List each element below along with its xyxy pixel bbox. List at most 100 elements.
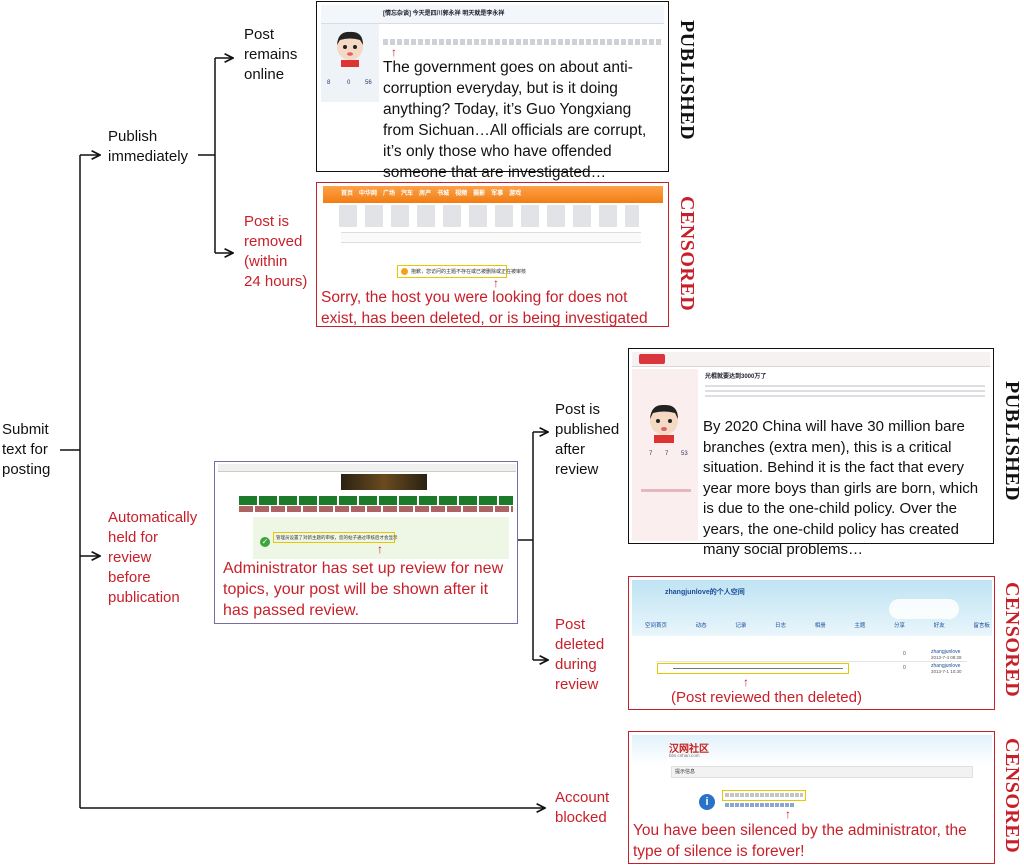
site-nav-items: 首页 中华网 广场 汽车 房产 书城 视频 摄影 军事 游戏 <box>341 188 521 197</box>
highlight-arrow: ↑ <box>785 807 791 821</box>
profile-tab-bar: 空间首页 动态 记录 日志 相册 主题 分享 好友 留言板 <box>645 621 990 629</box>
deleted-topic-box <box>657 663 849 674</box>
site-logo: 汉网社区 <box>669 740 709 755</box>
post-remains-online-label: Post remains online <box>244 26 298 83</box>
forum-banner <box>341 474 427 490</box>
stamp-censored-1: CENSORED <box>676 196 698 312</box>
published-after-review-label: Post is published after review <box>555 401 620 478</box>
nav-item[interactable]: 视频 <box>455 191 468 197</box>
site-subnav-links <box>339 205 639 227</box>
panel-post-removed: 首页 中华网 广场 汽车 房产 书城 视频 摄影 军事 游戏 抱歉，您访问的主题… <box>316 182 669 327</box>
panel-post-online: [情忘杂谈] 今天是四川郭永祥 明天就是李永祥 8 0 56 ↑ The gov… <box>316 1 669 181</box>
user-stat-points: 56 <box>365 80 372 86</box>
forum-header-bar <box>632 352 990 367</box>
nav-item[interactable]: 游戏 <box>509 191 522 197</box>
removed-notice-box <box>397 265 507 278</box>
profile-tab[interactable]: 记录 <box>735 623 747 629</box>
stamp-censored-3: CENSORED <box>1001 738 1023 854</box>
profile-tab[interactable]: 相册 <box>814 623 826 629</box>
panel-held-for-review: ✓ 管理员设置了对新主题的审核，您的帖子通过审核后才会显示 ↑ Administ… <box>214 461 518 624</box>
highlight-arrow: ↑ <box>377 542 383 556</box>
stamp-censored-2: CENSORED <box>1001 582 1023 698</box>
user-progress-bar <box>641 489 691 492</box>
forum-top-menu <box>218 464 516 472</box>
profile-tab[interactable]: 空间首页 <box>645 623 668 629</box>
nav-item[interactable]: 中华网 <box>359 191 378 197</box>
topic-row-date: 2013-7-4 09:28 <box>931 655 962 660</box>
banner-cloud <box>889 599 959 619</box>
profile-tab[interactable]: 留言板 <box>973 623 990 629</box>
review-notice-cn: 管理员设置了对新主题的审核，您的帖子通过审核后才会显示 <box>276 535 398 540</box>
start-label: Submit text for posting <box>2 421 51 478</box>
check-icon: ✓ <box>260 537 270 547</box>
post-removed-label: Post is removed (within 24 hours) <box>244 213 308 290</box>
reply-button[interactable] <box>639 354 665 364</box>
highlight-arrow: ↑ <box>743 675 749 689</box>
blocked-notice-text <box>725 793 803 797</box>
site-search-bar <box>341 232 641 243</box>
nav-item[interactable]: 首页 <box>341 191 354 197</box>
stamp-published-1: PUBLISHED <box>676 20 698 141</box>
topic-row-count: 0 <box>903 665 906 671</box>
panel-published-after-review: 光棍就要达到3000万了 7 7 53 By 2020 China will h… <box>628 348 994 558</box>
forum-tab-bar <box>239 496 513 505</box>
topic-row-user: zhangjunlove <box>931 663 961 669</box>
warning-icon <box>401 268 408 275</box>
nav-item[interactable]: 摄影 <box>473 191 486 197</box>
info-icon: i <box>699 794 715 810</box>
forum-header-bar <box>321 5 664 24</box>
deleted-review-caption: (Post reviewed then deleted) <box>671 689 862 706</box>
user-stat-posts: 8 <box>327 80 331 86</box>
tip-header-label: 提示信息 <box>675 769 696 775</box>
user-stat-replies: 7 <box>665 451 669 457</box>
nav-item[interactable]: 军事 <box>491 191 504 197</box>
topic-row-user: zhangjunlove <box>931 649 961 655</box>
site-logo-sub: bbs.cnhan.com <box>669 753 700 758</box>
post-online-caption: The government goes on about anti-corrup… <box>383 59 647 181</box>
nav-item[interactable]: 汽车 <box>401 191 414 197</box>
highlight-arrow: ↑ <box>493 276 499 290</box>
post-body-underline <box>705 385 985 397</box>
nav-item[interactable]: 房产 <box>419 191 432 197</box>
user-stat-posts: 7 <box>649 451 653 457</box>
profile-tab[interactable]: 日志 <box>775 623 787 629</box>
post-removed-caption: Sorry, the host you were looking for doe… <box>321 289 648 327</box>
blocked-banner <box>632 735 992 765</box>
profile-tab[interactable]: 动态 <box>695 623 707 629</box>
after-review-caption: By 2020 China will have 30 million bare … <box>703 418 979 558</box>
profile-tab[interactable]: 好友 <box>933 623 945 629</box>
profile-tab[interactable]: 主题 <box>854 623 866 629</box>
review-notice-box <box>273 532 395 543</box>
stamp-published-2: PUBLISHED <box>1001 381 1023 502</box>
profile-username: zhangjunlove <box>665 589 710 596</box>
publish-immediately-label: Publish immediately <box>108 128 189 165</box>
deleted-topic-strike <box>673 668 843 669</box>
avatar-icon <box>650 404 678 443</box>
forum-sidebar <box>632 369 698 541</box>
held-for-review-caption: Administrator has set up review for new … <box>223 560 504 619</box>
blocked-caption: You have been silenced by the administra… <box>633 822 967 860</box>
topic-row <box>657 651 967 662</box>
profile-tab[interactable]: 分享 <box>894 623 906 629</box>
user-stat-replies: 0 <box>347 80 351 86</box>
blocked-links <box>725 803 795 807</box>
panel-deleted-during-review: zhangjunlove的个人空间 空间首页 动态 记录 日志 相册 主题 分享… <box>628 576 995 710</box>
profile-site-title: zhangjunlove的个人空间 <box>665 587 745 597</box>
avatar-icon <box>337 31 363 67</box>
held-for-review-label: Automatically held for review before pub… <box>108 509 198 606</box>
removed-notice-cn: 抱歉，您访问的主题不存在或已被删除或正在被审核 <box>411 269 527 275</box>
topic-row-count: 0 <box>903 651 906 657</box>
deleted-during-review-label: Post deleted during review <box>555 616 605 693</box>
account-blocked-label: Account blocked <box>555 789 610 826</box>
panel-account-blocked: 汉网社区 bbs.cnhan.com 提示信息 i ↑ You have bee… <box>628 731 995 864</box>
nav-item[interactable]: 书城 <box>437 191 450 197</box>
review-notice-area <box>253 517 509 559</box>
post-title-cn: 光棍就要达到3000万了 <box>705 374 767 380</box>
post-body-underline <box>383 39 663 45</box>
post-title-cn: [情忘杂谈] 今天是四川郭永祥 明天就是李永祥 <box>383 11 505 17</box>
nav-item[interactable]: 广场 <box>383 191 396 197</box>
blocked-notice-box <box>722 790 806 801</box>
topic-row-date: 2013-7-1 10:30 <box>931 669 962 674</box>
site-nav-bar <box>323 186 663 203</box>
